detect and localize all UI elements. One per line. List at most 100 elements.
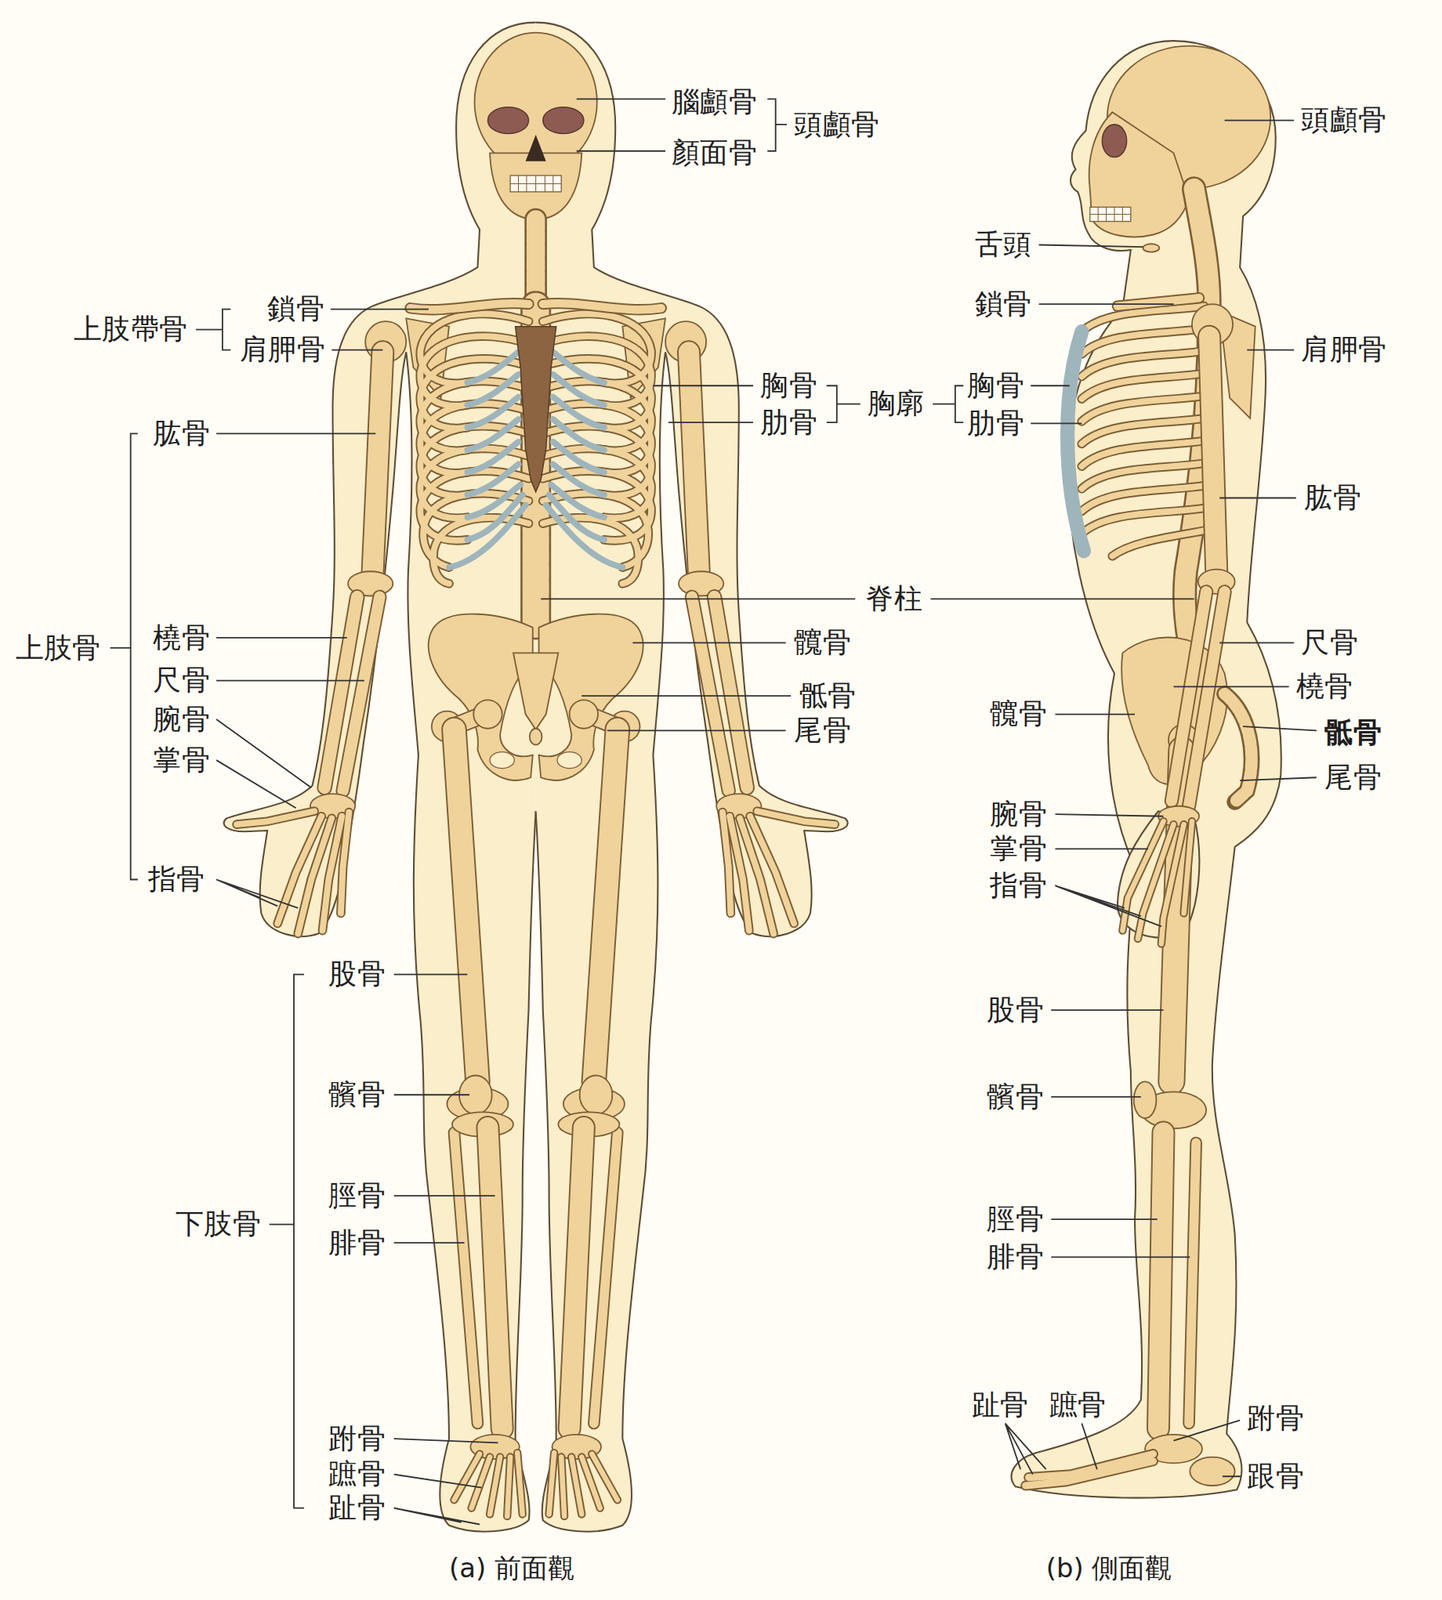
side-skeleton: [1025, 1454, 1154, 1486]
leader-lines: [269, 974, 305, 1509]
side-skeleton: [1158, 1132, 1164, 1429]
bone-label: 腦顱骨: [671, 84, 758, 120]
bone-label: 橈骨: [1296, 669, 1354, 704]
bone-label: 頭顱骨: [1300, 103, 1387, 138]
bone-label: 趾骨: [971, 1387, 1029, 1423]
bone-label: 肩胛骨: [239, 333, 326, 368]
bone-label: 下肢骨: [175, 1207, 261, 1243]
leader-lines: [932, 385, 964, 423]
side-skeleton: [1067, 331, 1084, 551]
bone-label: 肋骨: [967, 405, 1025, 441]
bone-label: 趾骨: [328, 1491, 386, 1526]
side-skeleton: [1025, 1454, 1154, 1486]
leader-lines: [195, 309, 231, 351]
leader-lines: [767, 98, 787, 151]
side-skeleton: [1081, 306, 1204, 557]
bone-label: 腕骨: [989, 797, 1048, 832]
leader-lines: [330, 309, 429, 351]
skull: [543, 107, 584, 135]
skeleton-half: [453, 1132, 478, 1424]
leader-lines: [216, 879, 298, 908]
skull: [1142, 243, 1160, 252]
skeleton-half: [449, 351, 526, 568]
bone-label: 股骨: [328, 956, 386, 992]
bone-label: 尺骨: [152, 663, 211, 698]
leader-lines: [1054, 714, 1164, 850]
leader-lines: [216, 637, 365, 808]
bone-label: 腕骨: [152, 702, 211, 737]
skeleton-half: [420, 313, 529, 584]
skull: [1089, 112, 1189, 237]
bone-label: 尾骨: [793, 713, 852, 748]
leader-lines: [110, 98, 1317, 1525]
bone-label: 上肢帶骨: [73, 311, 189, 347]
skeleton-half: [236, 303, 533, 1517]
bone-label: 掌骨: [152, 742, 211, 778]
leader-lines: [394, 974, 496, 1243]
leader-lines: [394, 1438, 499, 1525]
body-silhouette: [1011, 40, 1282, 1499]
bone-label: 鎖骨: [974, 286, 1033, 322]
bone-label: 胸廓: [867, 387, 925, 422]
side-skeleton: [1188, 1142, 1196, 1424]
skeleton-half: [453, 729, 478, 1082]
bone-label: 尾骨: [1324, 760, 1382, 795]
bone-label: 胸骨: [967, 368, 1025, 403]
side-skeleton: [1189, 1457, 1235, 1486]
skeleton-half: [453, 1132, 478, 1424]
bone-label: 骶骨: [799, 678, 857, 714]
bone-label: 舌頭: [974, 227, 1033, 262]
bone-label: 肱骨: [1304, 480, 1362, 515]
bone-label: 腓骨: [986, 1239, 1044, 1275]
sternum-sacrum: [529, 728, 543, 746]
bone-label: 跗骨: [328, 1421, 386, 1457]
bone-label: 肱骨: [152, 416, 211, 451]
skeleton-half: [236, 811, 349, 934]
bone-label: 股骨: [986, 992, 1044, 1028]
bone-label: 脛骨: [986, 1202, 1044, 1237]
skeleton-half: [489, 752, 515, 769]
bone-label: 鎖骨: [267, 291, 325, 327]
leader-lines: [1054, 885, 1161, 927]
bone-label: 脊柱: [865, 581, 923, 616]
body-silhouette: [536, 22, 848, 1533]
skeleton-half: [420, 313, 529, 584]
side-skeleton: [1188, 1142, 1196, 1424]
bone-label: 顏面骨: [671, 135, 758, 171]
leader-lines: [581, 642, 791, 731]
leader-lines: [1173, 1420, 1242, 1478]
leader-lines: [1173, 642, 1317, 781]
side-skeleton: [1158, 1132, 1164, 1429]
bone-label: 尺骨: [1300, 625, 1359, 660]
side-skeleton: [1025, 297, 1256, 1486]
bone-label: 跗骨: [1246, 1401, 1305, 1436]
bone-label: 髖骨: [989, 696, 1048, 732]
bone-label: 胸骨: [760, 368, 818, 403]
side-skeleton: [1117, 297, 1200, 306]
leader-lines: [1039, 120, 1295, 351]
side-skeleton: [1188, 591, 1225, 806]
view-caption: (b) 側面觀: [1046, 1550, 1172, 1586]
leader-lines: [576, 98, 666, 151]
skull: [510, 175, 562, 193]
side-skeleton: [1224, 693, 1252, 802]
skull: [525, 134, 547, 162]
skeleton-half: [372, 351, 383, 577]
bone-label: 跟骨: [1246, 1459, 1305, 1494]
bone-label: 髖骨: [793, 625, 852, 660]
bone-label: 橈骨: [152, 620, 211, 656]
skeleton-half: [487, 1127, 502, 1429]
bone-label: 髕骨: [986, 1079, 1044, 1115]
leader-lines: [1005, 1423, 1098, 1475]
leader-lines: [826, 385, 861, 423]
skeleton-half: [487, 1127, 502, 1429]
bone-label: 髕骨: [328, 1077, 386, 1113]
bone-label: 肋骨: [760, 405, 818, 440]
sternum-sacrum: [513, 652, 558, 730]
skull: [487, 107, 529, 135]
side-skeleton: [1117, 297, 1200, 306]
skull: [510, 175, 562, 193]
skull: [1089, 46, 1272, 253]
bone-label: 脛骨: [328, 1178, 386, 1214]
